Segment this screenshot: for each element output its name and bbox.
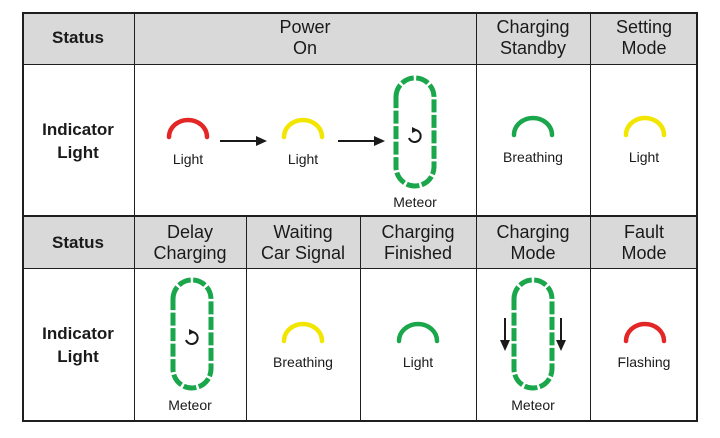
charging-standby-caption: Breathing — [503, 149, 563, 165]
delay-charging-caption: Meteor — [168, 397, 212, 413]
divider-top-header — [22, 64, 698, 65]
border-left — [22, 12, 24, 422]
arrow-right-icon — [220, 136, 267, 146]
col-divider — [476, 12, 477, 422]
red-flashing-arc-icon — [623, 321, 667, 344]
top-indicator-label: Indicator Light — [42, 120, 114, 162]
header-charging-finished: Charging Finished — [381, 222, 455, 263]
col-divider — [590, 12, 591, 422]
yellow-light-arc-icon — [623, 115, 667, 138]
col-divider — [134, 12, 135, 422]
power-on-caption-2: Light — [287, 151, 319, 167]
green-meteor-loop-icon — [511, 277, 555, 391]
bottom-status-label: Status — [52, 233, 104, 252]
red-light-arc-icon — [166, 117, 210, 140]
col-divider — [360, 216, 361, 422]
border-top — [22, 12, 698, 14]
green-light-arc-icon — [396, 321, 440, 344]
setting-mode-caption: Light — [628, 149, 660, 165]
header-setting-mode: Setting Mode — [615, 17, 673, 58]
power-on-caption-meteor: Meteor — [393, 194, 437, 210]
yellow-light-arc-icon — [281, 117, 325, 140]
charging-finished-caption: Light — [402, 354, 434, 370]
power-on-caption-1: Light — [172, 151, 204, 167]
header-fault-mode: Fault Mode — [621, 222, 667, 263]
top-status-label: Status — [52, 28, 104, 47]
green-meteor-loop-icon — [170, 277, 214, 391]
waiting-car-signal-caption: Breathing — [273, 354, 333, 370]
header-charging-standby: Charging Standby — [496, 17, 570, 58]
bottom-indicator-label: Indicator Light — [42, 324, 114, 366]
header-delay-charging: Delay Charging — [153, 222, 227, 263]
arrow-down-icon — [500, 318, 510, 351]
green-meteor-loop-icon — [393, 75, 437, 189]
col-divider — [246, 216, 247, 422]
header-power-on: Power On — [279, 17, 331, 58]
arrow-right-icon — [338, 136, 385, 146]
header-charging-mode: Charging Mode — [496, 222, 570, 263]
header-waiting-car-signal: Waiting Car Signal — [260, 222, 346, 263]
yellow-breathing-arc-icon — [281, 321, 325, 344]
green-breathing-arc-icon — [511, 115, 555, 138]
fault-mode-caption: Flashing — [617, 354, 671, 370]
arrow-down-icon — [556, 318, 566, 351]
border-right — [696, 12, 698, 422]
indicator-status-table: Status Power On Charging Standby Setting… — [22, 12, 698, 422]
charging-mode-caption: Meteor — [511, 397, 555, 413]
